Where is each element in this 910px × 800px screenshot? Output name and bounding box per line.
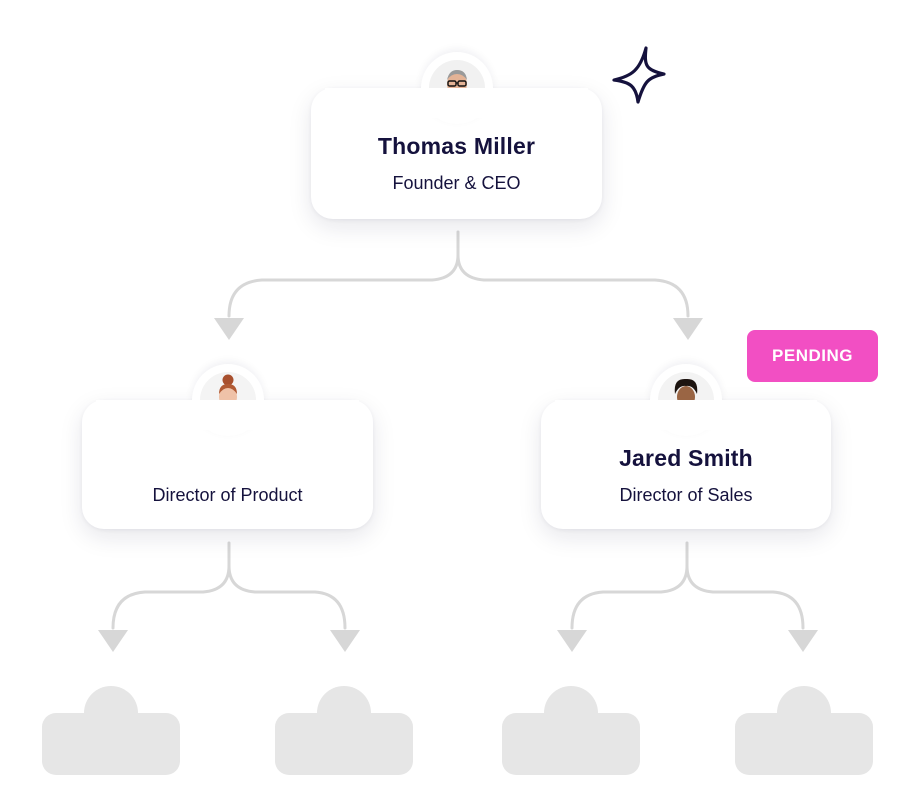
placeholder-body — [502, 713, 640, 775]
org-card-ceo[interactable]: Thomas Miller Founder & CEO — [311, 52, 602, 219]
connector-sales-to-right — [685, 564, 805, 630]
employee-name: Thomas Miller — [377, 133, 536, 159]
connector-ceo-to-product — [227, 230, 460, 318]
arrowhead-product — [214, 318, 244, 340]
employee-role: Director of Sales — [619, 485, 753, 505]
arrowhead-l3-4 — [788, 630, 818, 652]
placeholder-body — [735, 713, 873, 775]
arrowhead-l3-3 — [557, 630, 587, 652]
org-card-director-sales[interactable]: Jared Smith Director of Sales — [541, 364, 831, 529]
org-card-director-product[interactable]: Director of Product — [82, 364, 373, 529]
connector-ceo-to-sales — [456, 253, 690, 318]
arrowhead-l3-2 — [330, 630, 360, 652]
connector-product-to-right — [227, 564, 347, 630]
placeholder-card — [275, 686, 413, 776]
placeholder-card — [502, 686, 640, 776]
placeholder-card — [42, 686, 180, 776]
four-point-star-icon — [612, 46, 666, 104]
employee-role: Founder & CEO — [392, 173, 521, 193]
placeholder-body — [275, 713, 413, 775]
placeholder-card — [735, 686, 873, 776]
connector-product-to-left — [111, 541, 231, 630]
placeholder-body — [42, 713, 180, 775]
arrowhead-l3-1 — [98, 630, 128, 652]
status-badge: PENDING — [747, 330, 878, 382]
arrowhead-sales — [673, 318, 703, 340]
employee-name: Jared Smith — [619, 445, 753, 471]
connector-sales-to-left — [570, 541, 689, 630]
employee-role: Director of Product — [152, 485, 303, 505]
